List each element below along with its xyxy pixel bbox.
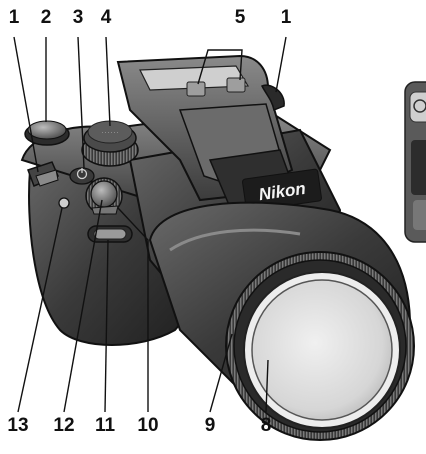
callout-bottom-12: 12	[53, 415, 75, 436]
side-zoom-control	[87, 225, 133, 243]
side-view-thumbnail	[404, 81, 426, 243]
zoom-control	[85, 177, 123, 215]
callout-bottom-10: 10	[137, 415, 159, 436]
callout-bottom-11: 11	[94, 415, 116, 436]
callout-bottom-8: 8	[260, 415, 272, 436]
lens-front	[243, 271, 401, 429]
leader-lines	[13, 36, 287, 413]
callout-top-5: 5	[234, 7, 246, 28]
svg-text:· · · · · ·: · · · · · ·	[102, 130, 119, 136]
shutter-release-button	[24, 120, 70, 146]
self-timer-lamp	[58, 197, 70, 209]
strap-eyelet-right	[260, 84, 285, 112]
callout-top-6: 1	[280, 7, 292, 28]
strap-eyelet-left-tab	[35, 169, 59, 187]
callout-top-1: 1	[8, 7, 20, 28]
mode-dial: · · · · · ·	[81, 120, 139, 167]
stereo-microphone	[186, 77, 246, 97]
callout-bottom-9: 9	[204, 415, 216, 436]
callout-top-3: 3	[72, 7, 84, 28]
callout-bottom-13: 13	[7, 415, 29, 436]
power-switch	[69, 167, 95, 185]
flash-housing	[116, 54, 300, 213]
callout-top-2: 2	[40, 7, 52, 28]
callout-top-4: 4	[100, 7, 112, 28]
brand-logo: Nikon	[242, 168, 322, 212]
